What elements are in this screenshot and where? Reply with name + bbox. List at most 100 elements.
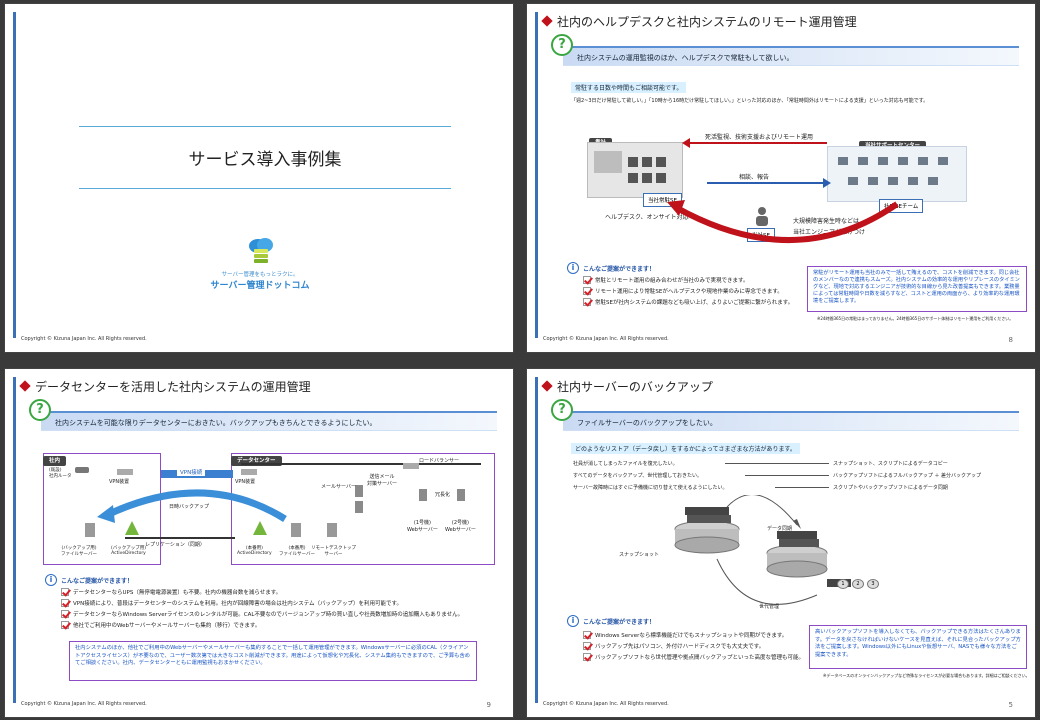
- router-icon: [75, 467, 89, 473]
- description: 「週2~3日だけ常駐して欲しい。」「10時から16時だけ常駐してほしい。」といっ…: [571, 98, 929, 104]
- copyright: Copyright © Kizuna Japan Inc. All Rights…: [543, 336, 669, 342]
- arrow-head-right-icon: [823, 178, 831, 188]
- left-accent-bar: [535, 377, 538, 703]
- rdp-server-label: リモートデスクトップ サーバー: [311, 546, 356, 557]
- backup-curve-arrow: [97, 489, 287, 523]
- generation-label: 世代管理: [759, 604, 780, 610]
- checkbox-checked-icon: [61, 610, 69, 618]
- slide-helpdesk[interactable]: 社内のヘルプデスクと社内システムのリモート運用管理 ?社内システムの運用監視のほ…: [526, 3, 1036, 353]
- slide-title: 社内サーバーのバックアップ: [557, 379, 713, 394]
- slide-title[interactable]: サービス導入事例集 サーバー管理をもっとラクに。 サーバー管理ドットコム Cop…: [4, 3, 514, 353]
- question-icon: ?: [29, 399, 51, 421]
- vpn-label: VPN接続: [177, 468, 206, 476]
- question-text: 社内システムを可能な限りデータセンターにおきたい。バックアップもきちんとできるよ…: [41, 411, 497, 431]
- checkbox-checked-icon: [583, 642, 591, 650]
- dispatch-curve-arrow: [667, 200, 899, 243]
- checkbox-checked-icon: [583, 631, 591, 639]
- rdp-server-icon: [327, 523, 337, 537]
- mail-server-label: メールサーバー: [321, 484, 356, 490]
- footnote: ※24時間365日の常駐はまっておりません。24時間365日のサポート体制はリモ…: [817, 316, 1014, 321]
- slide-backup[interactable]: 社内サーバーのバックアップ ?ファイルサーバーのバックアップをしたい。 どのよう…: [526, 368, 1036, 718]
- gen-disk: 3: [867, 579, 879, 589]
- vpn-device-label: VPN装置: [235, 479, 256, 485]
- page-number: 5: [1008, 701, 1013, 709]
- slide-header: 社内サーバーのバックアップ: [537, 377, 1025, 395]
- proposal-item: VPN接続により、普段はデータセンターのシステムを利用。社内が回線障害の場合は社…: [61, 599, 463, 607]
- backup-ad-label: (バックアップ用) ActiveDirectory: [111, 546, 147, 556]
- support-center-icon: [827, 146, 967, 202]
- server-icon: [355, 485, 363, 497]
- method-row: すべてのデータをバックアップ、世代管理しておきたい。バックアップソフトによるフル…: [573, 472, 982, 479]
- outbound-server-label: 送信メール 対策サーバー: [367, 474, 397, 487]
- left-accent-bar: [535, 12, 538, 338]
- office-zone-tag: 社内: [43, 447, 67, 466]
- summary-box: 高いバックアップソフトを導入しなくても、バックアップできる方法はたくさんあります…: [809, 625, 1027, 669]
- question-banner: ?社内システムの運用監視のほか、ヘルプデスクで常駐もして欲しい。: [541, 34, 1025, 72]
- checkbox-checked-icon: [61, 588, 69, 596]
- backup-file-server-label: (バックアップ用) ファイルサーバー: [61, 546, 97, 557]
- helpdesk-label: ヘルプデスク、オンサイト対応: [605, 214, 689, 221]
- load-balancer-label: ロードバランサー: [419, 458, 460, 464]
- arrow-head-left-icon: [682, 138, 690, 148]
- vpn-device-label: VPN装置: [109, 479, 130, 485]
- summary-box: 常駐がリモート運用も当社のみで一括して賄えるので、コストを削減できます。同じ会社…: [807, 266, 1027, 312]
- highlight-note: どのようなリストア（データ戻し）をするかによってさまざまな方法があります。: [571, 443, 800, 454]
- datacenter-zone-tag: データセンター: [231, 447, 282, 466]
- vpn-device-icon: [117, 469, 133, 475]
- slide-header: 社内のヘルプデスクと社内システムのリモート運用管理: [537, 12, 1025, 30]
- question-icon: ?: [551, 399, 573, 421]
- vpn-device-icon: [241, 469, 257, 475]
- checkbox-checked-icon: [61, 599, 69, 607]
- proposal-item: 他社でご利用中のWebサーバーやメールサーバーも集約（移行）できます。: [61, 621, 463, 629]
- web-server-icon: [457, 489, 465, 501]
- deck-title: サービス導入事例集: [188, 150, 342, 170]
- checkbox-checked-icon: [583, 653, 591, 661]
- checkbox-checked-icon: [583, 287, 591, 295]
- datacenter-zone: [231, 453, 495, 565]
- server-icon: [355, 501, 363, 513]
- web-server-icon: [419, 489, 427, 501]
- file-server-icon: [291, 523, 301, 537]
- proposal-item: データセンターならWindows Serverライセンスのレンタルが可能。CAL…: [61, 610, 463, 618]
- arrow-monitoring: [687, 142, 827, 144]
- sync-label: データ同期: [767, 526, 793, 532]
- proposal-item: データセンターならUPS（無停電電源装置）も不要。社内の機器台数を減らせます。: [61, 588, 463, 596]
- page-number: 8: [1008, 336, 1013, 344]
- question-icon: ?: [551, 34, 573, 56]
- slide-datacenter[interactable]: データセンターを活用した社内システムの運用管理 ?社内システムを可能な限りデータ…: [4, 368, 514, 718]
- copyright: Copyright © Kizuna Japan Inc. All Rights…: [543, 701, 669, 707]
- info-icon: i: [567, 262, 579, 274]
- replication-line: [125, 537, 235, 539]
- page-number: 9: [486, 701, 491, 709]
- left-accent-bar: [13, 377, 16, 703]
- checkbox-checked-icon: [583, 276, 591, 284]
- checkbox-checked-icon: [583, 298, 591, 306]
- ad-label: (本番用) ActiveDirectory: [237, 546, 272, 556]
- checkbox-checked-icon: [61, 621, 69, 629]
- method-row: サーバー故障時にはすぐに予備機に切り替えて使えるようにしたい。スクリプトやバック…: [573, 484, 948, 491]
- web2-label: (2号機) Webサーバー: [445, 520, 476, 533]
- question-banner: ?ファイルサーバーのバックアップをしたい。: [541, 399, 1025, 437]
- proposal-item: バックアップ先はパソコン、外付けハードディスクでも大丈夫です。: [583, 642, 804, 650]
- proposal-item: リモート運用により常駐SEがヘルプデスクや現地作業のみに専念できます。: [583, 287, 793, 295]
- question-text: ファイルサーバーのバックアップをしたい。: [563, 411, 1019, 431]
- proposal-item: 常駐SEが社内システムの課題なども吸い上げ、よりよいご提案に繋がられます。: [583, 298, 793, 306]
- slide-title: データセンターを活用した社内システムの運用管理: [35, 379, 311, 394]
- gen-disk: 1: [837, 579, 849, 589]
- diamond-bullet-icon: [19, 380, 31, 392]
- proposal-item: Windows Serverなら標準機能だけでもスナップショットや同期ができます…: [583, 631, 804, 639]
- slide-title: 社内のヘルプデスクと社内システムのリモート運用管理: [557, 14, 857, 29]
- backup-flow-diagram: [674, 495, 851, 605]
- engineer-person-icon: [755, 206, 769, 226]
- title-rule-bottom: [79, 188, 451, 189]
- info-icon: i: [567, 615, 579, 627]
- left-accent-bar: [13, 12, 16, 338]
- generation-disks: 1 2 3: [837, 579, 879, 589]
- brand-logo-icon: [245, 236, 277, 266]
- method-table: 社員が消してしまったファイルを復元したい。スナップショット、スクリプトによるデー…: [573, 457, 1013, 493]
- office-building-icon: [587, 142, 683, 198]
- question-banner: ?社内システムを可能な限りデータセンターにおきたい。バックアップもきちんとできる…: [19, 399, 503, 437]
